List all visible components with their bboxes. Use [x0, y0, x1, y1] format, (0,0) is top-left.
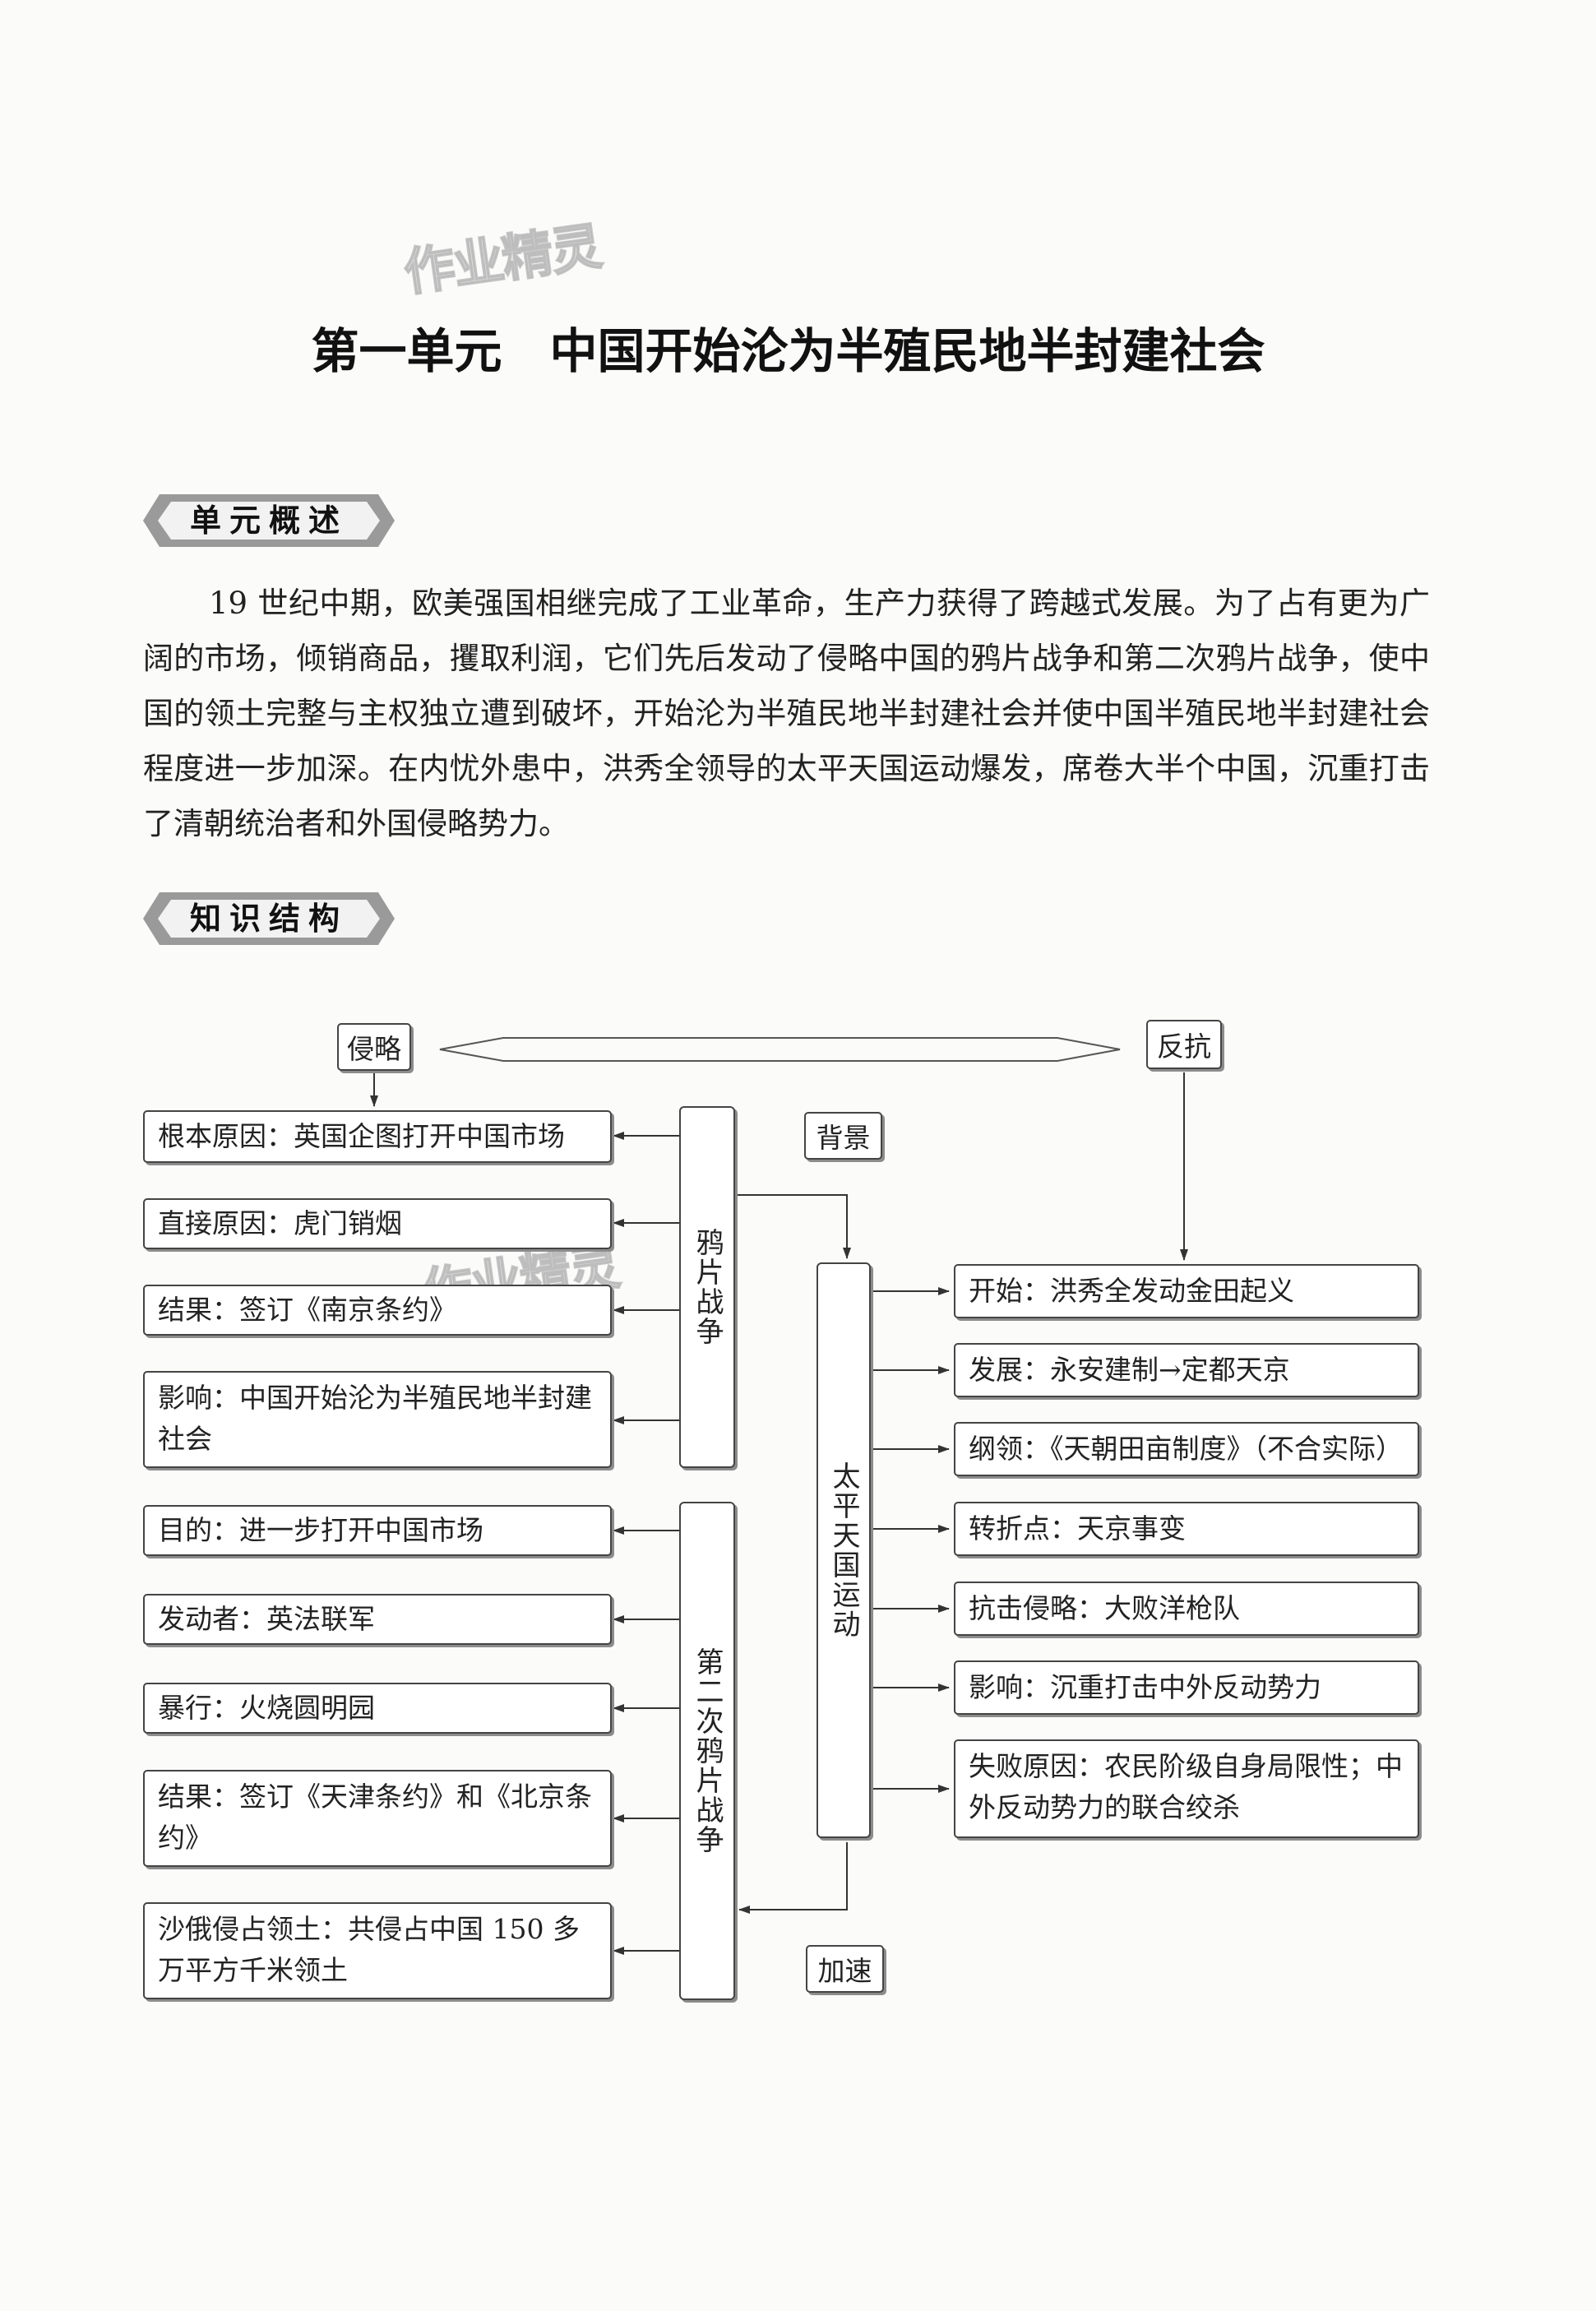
resistance-label: 反抗 [1146, 1020, 1222, 1069]
second-opium-war-item: 发动者：英法联军 [143, 1594, 612, 1645]
taiping-label: 太平天国运动 [827, 1461, 860, 1639]
invasion-label: 侵略 [337, 1023, 411, 1071]
opium-war-item: 根本原因：英国企图打开中国市场 [143, 1110, 612, 1163]
taiping-box: 太平天国运动 [817, 1262, 871, 1838]
background-label: 背景 [804, 1112, 882, 1160]
acceleration-label: 加速 [806, 1945, 884, 1993]
opium-war-label: 鸦片战争 [691, 1228, 724, 1346]
second-opium-war-box: 第二次鸦片战争 [679, 1502, 735, 2000]
taiping-item: 影响：沉重打击中外反动势力 [954, 1660, 1419, 1715]
second-opium-war-item: 沙俄侵占领土：共侵占中国 150 多万平方千米领土 [143, 1902, 612, 1999]
structure-heading: 知识结构 [189, 901, 348, 937]
second-opium-war-item: 目的：进一步打开中国市场 [143, 1505, 612, 1556]
taiping-item: 失败原因：农民阶级自身局限性；中外反动势力的联合绞杀 [954, 1739, 1419, 1838]
second-opium-war-label: 第二次鸦片战争 [691, 1647, 724, 1855]
taiping-item: 转折点：天京事变 [954, 1502, 1419, 1556]
tag-background-shape [143, 494, 395, 547]
opium-war-item: 结果：签订《南京条约》 [143, 1285, 612, 1336]
structure-heading-tag: 知识结构 [141, 890, 396, 947]
tag-background-shape [143, 892, 395, 945]
page-title: 第一单元 中国开始沦为半殖民地半封建社会 [311, 323, 1265, 379]
second-opium-war-item: 结果：签订《天津条约》和《北京条约》 [143, 1770, 612, 1867]
overview-heading: 单元概述 [189, 502, 348, 539]
taiping-item: 纲领：《天朝田亩制度》（不合实际） [954, 1422, 1419, 1476]
second-opium-war-item: 暴行：火烧圆明园 [143, 1683, 612, 1734]
opium-war-box: 鸦片战争 [679, 1106, 735, 1468]
double-arrow [439, 1037, 1121, 1062]
taiping-item: 抗击侵略：大败洋枪队 [954, 1582, 1419, 1636]
opium-war-item: 直接原因：虎门销烟 [143, 1198, 612, 1249]
taiping-item: 开始：洪秀全发动金田起义 [954, 1264, 1419, 1318]
overview-heading-tag: 单元概述 [141, 492, 396, 549]
opium-war-item: 影响：中国开始沦为半殖民地半封建社会 [143, 1371, 612, 1468]
overview-paragraph: 19 世纪中期，欧美强国相继完成了工业革命，生产力获得了跨越式发展。为了占有更为… [143, 586, 1430, 841]
taiping-item: 发展：永安建制→定都天京 [954, 1343, 1419, 1397]
